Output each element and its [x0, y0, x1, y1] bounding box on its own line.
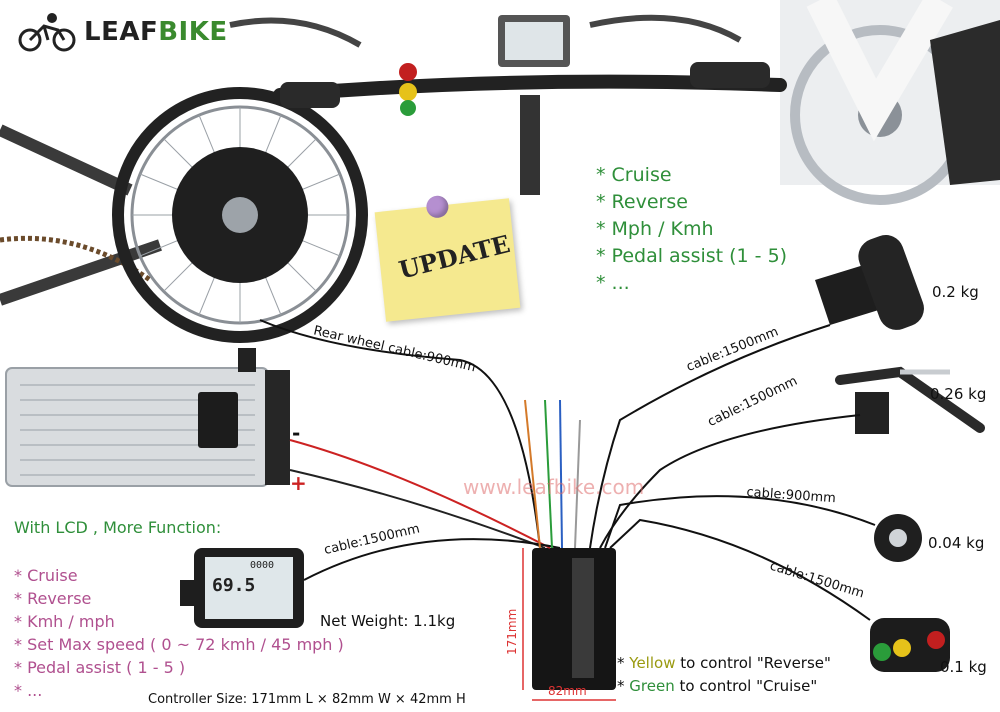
note-yellow-word: Yellow	[629, 654, 676, 672]
lcd-feature-item: * ...	[14, 681, 43, 700]
controller-height-dim: 171mm	[505, 608, 519, 655]
lcd-feature-list: * Cruise * Reverse * Kmh / mph * Set Max…	[14, 564, 344, 702]
switch-weight: 0.1 kg	[940, 658, 987, 676]
note-green-word: Green	[629, 677, 675, 695]
brake-weight: 0.26 kg	[930, 385, 987, 403]
wires	[259, 319, 876, 621]
brand-name-part2: BIKE	[158, 17, 228, 47]
top-feature-item: * Reverse	[596, 191, 688, 213]
controller-width-dim: 82mm	[548, 684, 587, 698]
handlebar	[229, 14, 787, 195]
note-prefix: *	[617, 654, 630, 672]
pas-weight: 0.04 kg	[928, 534, 985, 552]
top-feature-item: * Cruise	[596, 164, 672, 186]
front-fork-photo	[780, 0, 1000, 205]
lcd-speed-reading: 69.5	[212, 575, 256, 596]
battery-plus: +	[290, 471, 307, 495]
watermark: www.leafbike.com	[463, 475, 645, 499]
top-feature-item: * Mph / Kmh	[596, 218, 714, 240]
lcd-feature-item: * Set Max speed ( 0 ~ 72 kmh / 45 mph )	[14, 635, 344, 654]
lcd-odo-reading: 0000	[250, 560, 275, 571]
green-control-note: * Green to control "Cruise"	[617, 677, 817, 695]
lcd-feature-item: * Reverse	[14, 589, 92, 608]
lcd-display	[180, 548, 304, 628]
top-feature-item: * ...	[596, 272, 630, 294]
pas-sensor	[874, 514, 922, 562]
function-switch	[870, 618, 950, 672]
brand-name: LEAFBIKE	[84, 17, 228, 47]
controller-box	[522, 548, 616, 701]
brand-name-part1: LEAF	[84, 17, 159, 47]
lcd-net-weight: Net Weight: 1.1kg	[320, 612, 456, 630]
brake-lever	[835, 366, 985, 434]
brand-logo: LEAFBIKE	[18, 12, 228, 52]
lcd-feature-item: * Kmh / mph	[14, 612, 115, 631]
battery-pack	[5, 348, 290, 487]
note-yellow-rest: to control "Reverse"	[675, 654, 831, 672]
yellow-control-note: * Yellow to control "Reverse"	[617, 654, 831, 672]
sticky-note-text: UPDATE	[395, 229, 513, 285]
top-feature-item: * Pedal assist (1 - 5)	[596, 245, 788, 267]
note-prefix: *	[617, 677, 630, 695]
update-sticky-note: UPDATE	[374, 194, 521, 322]
top-feature-list: * Cruise * Reverse * Mph / Kmh * Pedal a…	[596, 162, 787, 297]
controller-size-text: Controller Size: 171mm L × 82mm W × 42mm…	[148, 692, 466, 707]
note-green-rest: to control "Cruise"	[674, 677, 818, 695]
lcd-feature-item: * Pedal assist ( 1 - 5 )	[14, 658, 186, 677]
cyclist-icon	[18, 13, 76, 52]
throttle	[815, 235, 924, 330]
battery-minus: -	[292, 421, 300, 445]
lcd-feature-item: * Cruise	[14, 566, 78, 585]
lcd-section-title: With LCD , More Function:	[14, 518, 222, 537]
throttle-weight: 0.2 kg	[932, 283, 979, 301]
rear-wheel-hub-motor	[0, 87, 368, 343]
